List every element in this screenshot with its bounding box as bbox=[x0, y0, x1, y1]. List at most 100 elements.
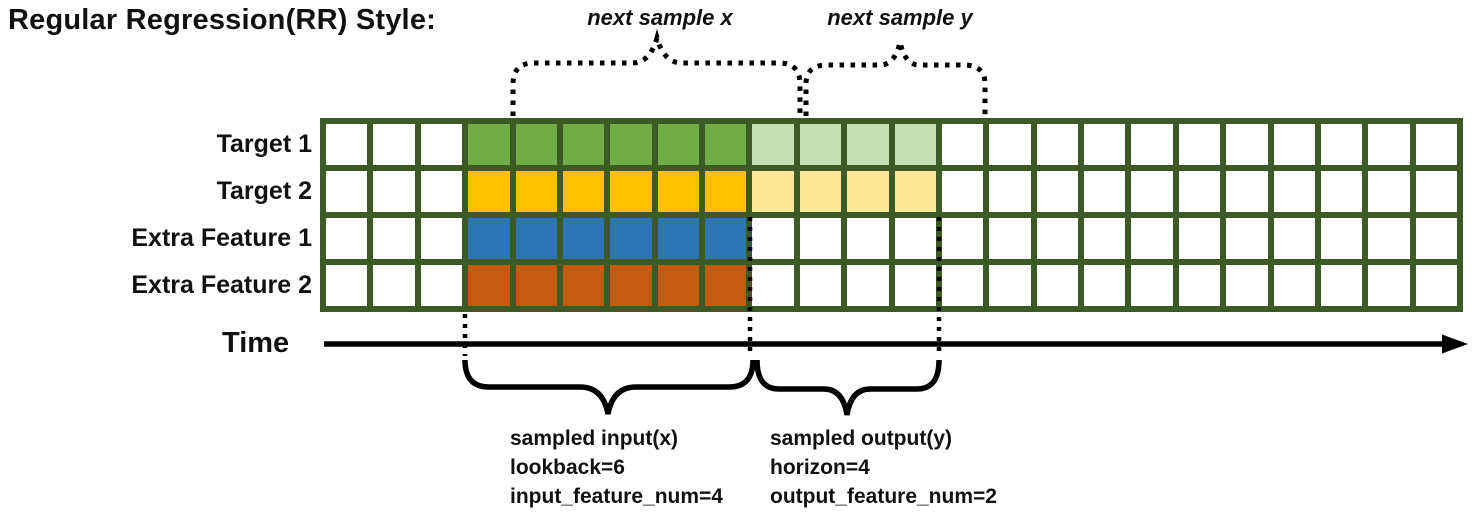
grid-cell bbox=[1415, 124, 1457, 165]
grid-cell bbox=[894, 218, 936, 259]
grid-cell bbox=[515, 265, 557, 306]
output-feature-num-value: output_feature_num=2 bbox=[770, 485, 997, 508]
horizon-value: horizon=4 bbox=[770, 456, 870, 479]
grid-cell bbox=[1084, 265, 1126, 306]
grid-cell bbox=[752, 218, 794, 259]
grid-cell bbox=[1273, 218, 1315, 259]
grid-cell bbox=[1320, 171, 1363, 212]
grid-cell bbox=[1320, 218, 1363, 259]
grid-cell bbox=[752, 265, 794, 306]
grid-cell bbox=[941, 265, 984, 306]
grid-cell bbox=[1036, 265, 1078, 306]
grid-cell bbox=[562, 124, 605, 165]
grid-cell bbox=[1131, 265, 1173, 306]
grid-cell bbox=[515, 124, 557, 165]
grid-cell bbox=[941, 124, 984, 165]
input-feature-num-value: input_feature_num=4 bbox=[510, 485, 723, 508]
grid-cell bbox=[1084, 171, 1126, 212]
grid-cell bbox=[799, 218, 842, 259]
row-label-target-2: Target 2 bbox=[216, 177, 312, 205]
grid-cell bbox=[373, 171, 415, 212]
next-sample-x-label: next sample x bbox=[587, 5, 733, 30]
grid-cell bbox=[1131, 171, 1173, 212]
grid-cell bbox=[752, 124, 794, 165]
grid-cell bbox=[847, 124, 889, 165]
grid-cell bbox=[941, 218, 984, 259]
grid-cell bbox=[847, 218, 889, 259]
grid-cell bbox=[1320, 265, 1363, 306]
grid-cell bbox=[562, 171, 605, 212]
grid-cell bbox=[1273, 124, 1315, 165]
grid-cell bbox=[1368, 218, 1410, 259]
grid-cell bbox=[657, 218, 699, 259]
grid-cell bbox=[468, 218, 510, 259]
lookback-value: lookback=6 bbox=[510, 456, 625, 479]
grid-cell bbox=[1273, 265, 1315, 306]
row-label-extra-feature-1: Extra Feature 1 bbox=[131, 224, 312, 252]
grid-cell bbox=[657, 265, 699, 306]
grid-cell bbox=[799, 265, 842, 306]
grid-cell bbox=[1226, 265, 1268, 306]
grid-cell bbox=[326, 171, 368, 212]
next-sample-y-brace bbox=[803, 41, 988, 116]
grid-cell bbox=[1131, 218, 1173, 259]
grid-cell bbox=[373, 265, 415, 306]
grid-cell bbox=[610, 171, 652, 212]
grid-cell bbox=[705, 171, 747, 212]
grid-cell bbox=[420, 265, 463, 306]
grid-cell bbox=[373, 218, 415, 259]
grid-cell bbox=[610, 218, 652, 259]
row-label-target-1: Target 1 bbox=[216, 130, 312, 158]
next-sample-y-label: next sample y bbox=[827, 5, 973, 30]
grid-cell bbox=[1368, 124, 1410, 165]
grid-cell bbox=[1036, 124, 1078, 165]
grid-cell bbox=[1178, 171, 1221, 212]
grid-cell bbox=[326, 124, 368, 165]
grid-cell bbox=[1131, 124, 1173, 165]
grid-cell bbox=[373, 124, 415, 165]
grid-cell bbox=[752, 171, 794, 212]
grid-cell bbox=[1368, 265, 1410, 306]
grid-cell bbox=[468, 171, 510, 212]
grid-cell bbox=[799, 124, 842, 165]
grid-cell bbox=[468, 265, 510, 306]
time-axis-label: Time bbox=[222, 327, 290, 359]
sample-grid bbox=[320, 118, 1463, 312]
grid-cell bbox=[1368, 171, 1410, 212]
grid-cell bbox=[1084, 218, 1126, 259]
page-title: Regular Regression(RR) Style: bbox=[8, 4, 436, 36]
grid-cell bbox=[1415, 265, 1457, 306]
grid-cell bbox=[1415, 218, 1457, 259]
grid-cell bbox=[989, 265, 1031, 306]
grid-cell bbox=[847, 171, 889, 212]
grid-cell bbox=[657, 124, 699, 165]
grid-cell bbox=[420, 171, 463, 212]
grid-cell bbox=[326, 218, 368, 259]
grid-cell bbox=[705, 124, 747, 165]
grid-cell bbox=[894, 265, 936, 306]
grid-cell bbox=[705, 218, 747, 259]
grid-cell bbox=[610, 265, 652, 306]
grid-cell bbox=[989, 218, 1031, 259]
sampled-output-title: sampled output(y) bbox=[770, 427, 952, 450]
grid-cell bbox=[705, 265, 747, 306]
grid-cell bbox=[1415, 171, 1457, 212]
time-axis-arrowhead bbox=[1442, 334, 1468, 354]
grid-cell bbox=[468, 124, 510, 165]
grid-cell bbox=[894, 124, 936, 165]
grid-cell bbox=[420, 124, 463, 165]
sampled-input-brace bbox=[462, 359, 756, 415]
grid-cell bbox=[1320, 124, 1363, 165]
grid-cell bbox=[989, 171, 1031, 212]
grid-cell bbox=[989, 124, 1031, 165]
sampled-input-annotation: sampled input(x) lookback=6 input_featur… bbox=[510, 424, 723, 511]
grid-cell bbox=[515, 218, 557, 259]
grid-cell bbox=[562, 265, 605, 306]
sampled-input-title: sampled input(x) bbox=[510, 427, 679, 450]
grid-cell bbox=[610, 124, 652, 165]
grid-cell bbox=[1226, 218, 1268, 259]
grid-cell bbox=[1036, 218, 1078, 259]
grid-cell bbox=[847, 265, 889, 306]
next-sample-x-brace bbox=[510, 28, 803, 116]
